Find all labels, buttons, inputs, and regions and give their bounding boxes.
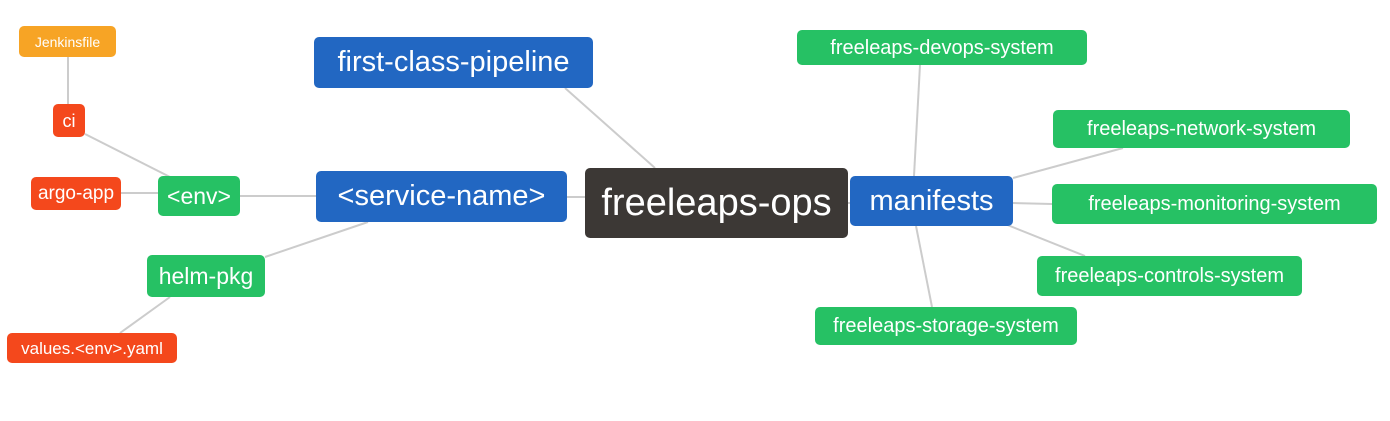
edge-manifests-storage [915,225,933,308]
node-freeleaps-controls-system[interactable]: freeleaps-controls-system [1037,256,1302,296]
node-env[interactable]: <env> [158,176,240,216]
node-freeleaps-storage-system[interactable]: freeleaps-storage-system [815,307,1077,345]
node-first-class-pipeline[interactable]: first-class-pipeline [314,37,593,88]
node-freeleaps-devops-system[interactable]: freeleaps-devops-system [797,30,1087,65]
edge-service-name-helm-pkg [264,221,369,258]
edge-helm-pkg-values [119,296,171,334]
node-freeleaps-monitoring-system[interactable]: freeleaps-monitoring-system [1052,184,1377,224]
edge-first-class-pipeline-ops [564,87,656,169]
edge-manifests-network [1012,147,1124,179]
edge-manifests-monitoring [1012,202,1053,205]
node-helm-pkg[interactable]: helm-pkg [147,255,265,297]
node-jenkinsfile[interactable]: Jenkinsfile [19,26,116,57]
edge-manifests-controls [1004,223,1086,257]
edge-manifests-devops [913,64,921,177]
edge-ci-env [84,133,171,178]
node-service-name[interactable]: <service-name> [316,171,567,222]
node-ci[interactable]: ci [53,104,85,137]
node-freeleaps-ops-root[interactable]: freeleaps-ops [585,168,848,238]
node-manifests[interactable]: manifests [850,176,1013,226]
node-argo-app[interactable]: argo-app [31,177,121,210]
node-freeleaps-network-system[interactable]: freeleaps-network-system [1053,110,1350,148]
node-values-env-yaml[interactable]: values.<env>.yaml [7,333,177,363]
